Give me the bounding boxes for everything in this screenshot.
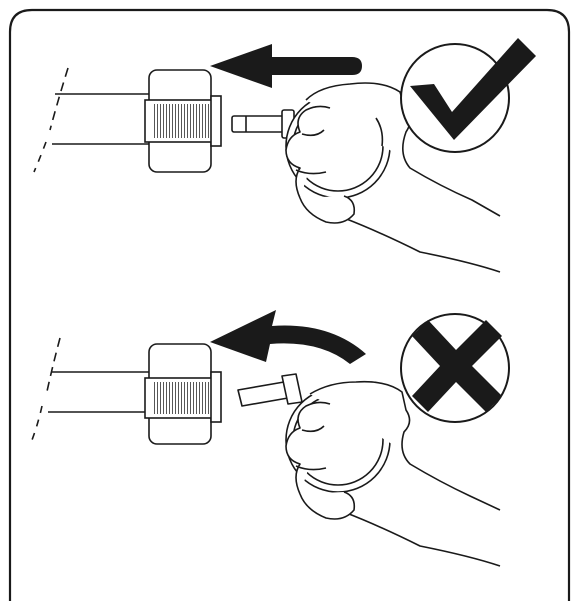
panel-incorrect bbox=[32, 310, 509, 566]
pipe-fitting bbox=[32, 338, 221, 444]
checkmark-icon bbox=[401, 38, 536, 152]
cross-icon bbox=[401, 314, 509, 422]
pipe-fitting bbox=[34, 68, 221, 172]
panel-correct bbox=[34, 38, 536, 272]
curved-arrow-icon bbox=[210, 310, 366, 364]
straight-arrow-icon bbox=[210, 44, 362, 88]
